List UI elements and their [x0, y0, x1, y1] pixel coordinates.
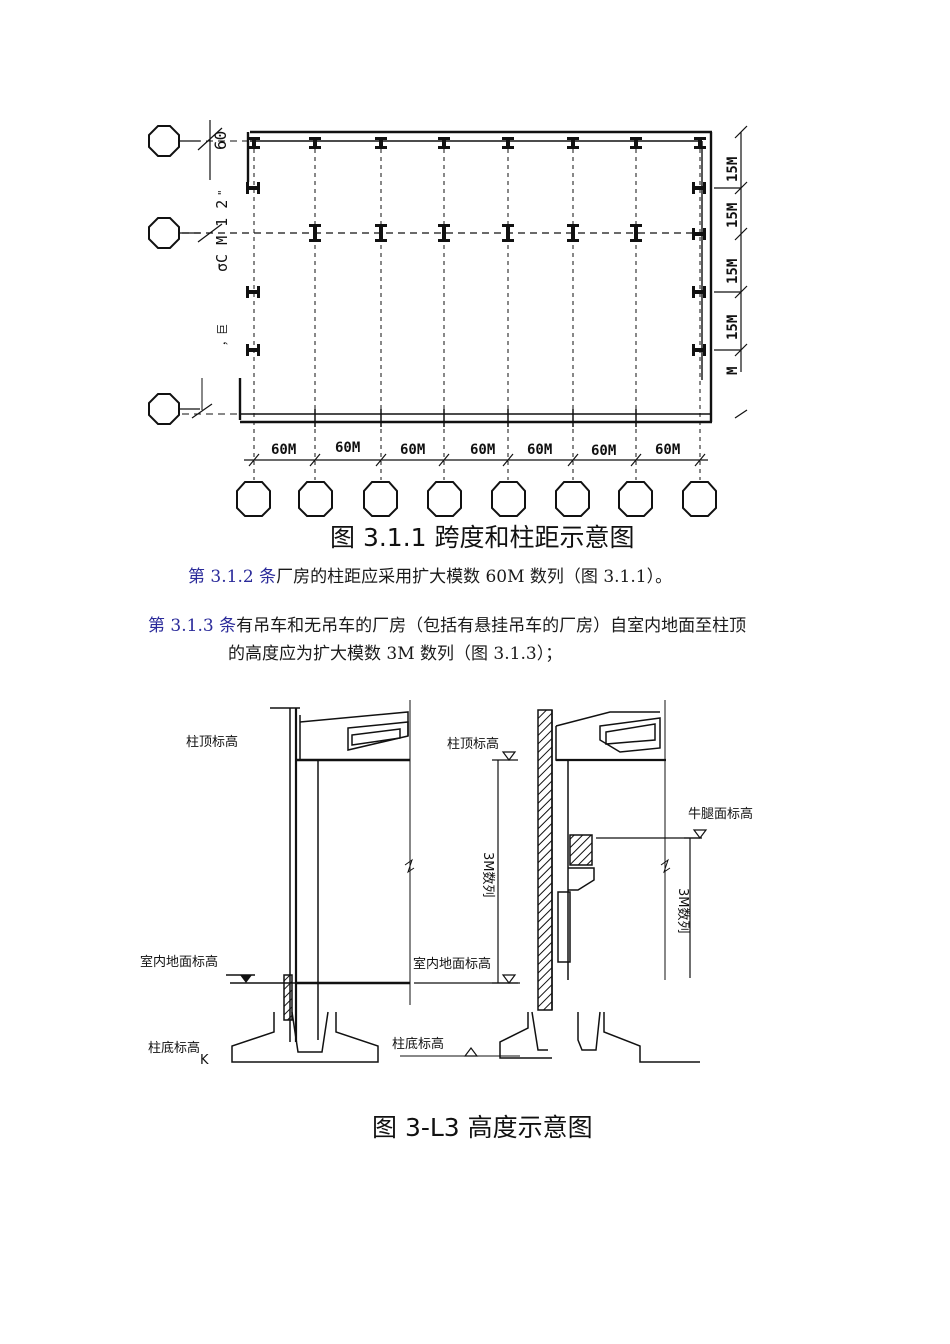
column-marker	[438, 224, 450, 242]
column-marker	[375, 137, 387, 149]
dim-label: 60M	[655, 442, 680, 458]
dim-label: 60M	[527, 442, 552, 458]
axis-bubble	[298, 481, 333, 517]
dim-label: M	[725, 367, 741, 375]
column-marker	[692, 344, 706, 356]
figure-caption: 图 3-L3 高度示意图	[372, 1113, 593, 1142]
clause-text: 厂房的柱距应采用扩大模数 60M 数列（图 3.1.1）。	[276, 567, 673, 587]
column-marker	[502, 224, 514, 242]
column-marker	[248, 137, 260, 149]
column-marker	[692, 228, 706, 240]
fragment-label: "	[216, 189, 229, 196]
fragment-label: ，巨	[216, 324, 229, 346]
column-marker	[692, 286, 706, 298]
axis-bubble	[148, 217, 180, 249]
dim-label: 60M	[470, 442, 495, 458]
column-top-elevation-label: 柱顶标高	[447, 736, 499, 752]
clause-paragraph: 第 3.1.3 条有吊车和无吊车的厂房（包括有悬挂吊车的厂房）自室内地面至柱顶	[148, 611, 746, 636]
column-marker	[567, 224, 579, 242]
corbel-top-elevation-label: 牛腿面标高	[688, 806, 753, 822]
column-base-elevation-label-left: 柱底标高	[148, 1040, 200, 1056]
axis-bubble	[363, 481, 398, 517]
column-marker	[694, 137, 706, 149]
clause-number: 第 3.1.2 条	[188, 567, 277, 587]
dim-label: 15M	[725, 315, 741, 340]
fragment-label: σC M 1 2	[213, 200, 231, 272]
column-marker	[502, 137, 514, 149]
column-marker	[375, 224, 387, 242]
axis-bubble	[682, 481, 717, 517]
axis-bubble	[618, 481, 653, 517]
axis-bubble	[148, 393, 180, 425]
span-column-spacing-diagram: 60M 60M 60M 60M 60M 60M 60M 15M 15M 15M …	[148, 120, 748, 517]
column-marker	[309, 224, 321, 242]
column-marker	[630, 224, 642, 242]
column-top-elevation-label-left: 柱顶标高	[186, 734, 238, 750]
clause-number: 第 3.1.3 条	[148, 616, 237, 636]
dim-label: 60	[211, 131, 230, 150]
modular-series-label: 3M数列	[675, 888, 690, 934]
axis-bubble	[148, 125, 180, 157]
column-marker	[567, 137, 579, 149]
column-marker	[692, 182, 706, 194]
dim-label: 15M	[725, 203, 741, 228]
height-diagram: 柱顶标高 牛腿面标高 室内地面标高 柱底标高 柱底标高 K 室内地面标高 柱顶标…	[140, 700, 753, 1068]
dim-label: 60M	[271, 442, 296, 458]
modular-series-label: 3M数列	[480, 852, 495, 898]
axis-bubble	[427, 481, 462, 517]
floor-elevation-label: 室内地面标高	[413, 956, 491, 972]
column-marker	[438, 137, 450, 149]
figure-caption: 图 3.1.1 跨度和柱距示意图	[330, 523, 635, 552]
dim-label: 60M	[400, 442, 425, 458]
column-marker	[246, 182, 260, 194]
column-marker	[309, 137, 321, 149]
dim-label: 60M	[335, 440, 360, 456]
dim-label: 15M	[725, 259, 741, 284]
base-marker-k: K	[200, 1053, 209, 1068]
column-marker	[246, 286, 260, 298]
column-marker	[246, 344, 260, 356]
dim-label: 15M	[725, 157, 741, 182]
column-marker	[630, 137, 642, 149]
axis-bubble	[236, 481, 271, 517]
axis-bubble	[555, 481, 590, 517]
clause-paragraph: 第 3.1.2 条厂房的柱距应采用扩大模数 60M 数列（图 3.1.1）。	[188, 562, 672, 587]
column-base-elevation-label: 柱底标高	[392, 1036, 444, 1052]
axis-bubble	[491, 481, 526, 517]
clause-text-continued: 的高度应为扩大模数 3M 数列（图 3.1.3）；	[228, 644, 563, 664]
dim-label: 60M	[591, 443, 616, 459]
clause-text: 有吊车和无吊车的厂房（包括有悬挂吊车的厂房）自室内地面至柱顶	[236, 616, 747, 636]
floor-elevation-label-left: 室内地面标高	[140, 954, 218, 970]
